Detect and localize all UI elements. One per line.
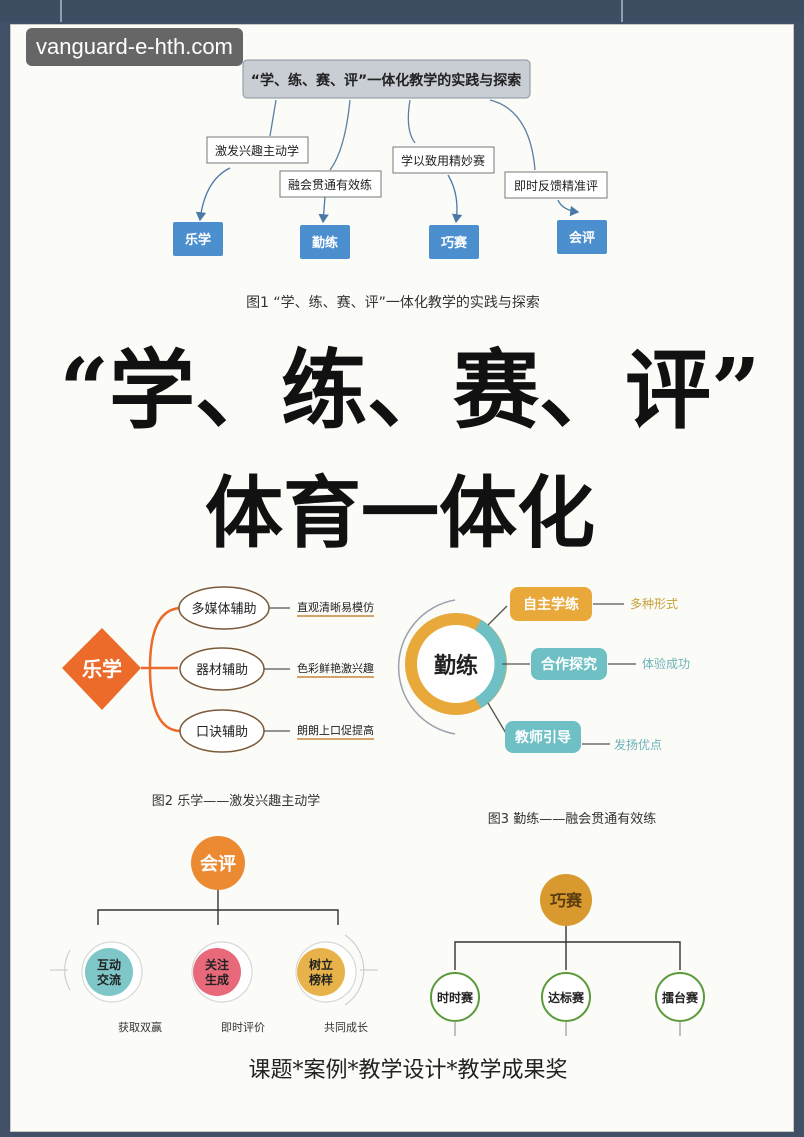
- fig4-item-line2: 交流: [97, 972, 121, 987]
- fig1-arrow: [447, 174, 463, 224]
- top-bar-tick: [621, 0, 623, 22]
- fig2-item: 口诀辅助: [196, 725, 248, 740]
- figure-1: “学、练、赛、评”一体化教学的实践与探索 激发兴趣主动学 融会贯通有效练 学以致…: [173, 59, 608, 311]
- fig4-note: 获取双赢: [118, 1020, 162, 1034]
- fig1-label: 学以致用精妙赛: [401, 153, 485, 168]
- headline-line-2: 体育一体化: [205, 468, 595, 559]
- figure-5: 巧赛 时时赛 达标赛 擂台赛: [430, 874, 705, 1036]
- fig5-item: 擂台赛: [662, 990, 699, 1005]
- fig4-item-line1: 互动: [97, 958, 121, 972]
- fig1-label-box: [279, 170, 382, 198]
- fig2-center: 乐学: [82, 657, 122, 681]
- top-bar: [0, 0, 804, 22]
- fig1-box-qiaosai: [429, 225, 479, 259]
- fig2-diamond: [62, 628, 141, 710]
- fig4-center-circle: [191, 836, 245, 890]
- fig3-item-box: [510, 587, 592, 621]
- fig1-connector: [489, 99, 536, 171]
- fig1-label: 融会贯通有效练: [288, 177, 372, 192]
- fig3-center: 勤练: [434, 653, 478, 679]
- fig3-item: 教师引导: [515, 729, 571, 746]
- fig4-item-circle: [297, 948, 345, 996]
- figure-3: 勤练 自主学练 合作探究 教师引导 多种形式 体验成功 发扬优点 图3 勤练——…: [397, 587, 690, 827]
- fig5-item: 时时赛: [437, 990, 474, 1005]
- fig1-box-label: 会评: [569, 230, 595, 246]
- fig1-connector: [407, 99, 416, 144]
- fig1-box-qinlian: [300, 225, 350, 259]
- fig1-caption: 图1 “学、练、赛、评”一体化教学的实践与探索: [246, 294, 540, 311]
- fig1-label-box: [392, 146, 495, 174]
- fig4-tree-lines: [97, 890, 339, 925]
- fig3-note: 体验成功: [642, 656, 690, 671]
- fig1-label-box: [504, 171, 608, 199]
- fig3-note: 多种形式: [630, 597, 678, 611]
- fig1-label: 即时反馈精准评: [514, 179, 598, 193]
- watermark-label: vanguard-e-hth.com: [26, 28, 243, 66]
- fig3-item: 自主学练: [523, 596, 579, 613]
- fig3-item-box: [531, 648, 607, 680]
- fig5-tree-lines: [454, 926, 681, 970]
- fig2-note: 直观清晰易模仿: [297, 600, 374, 614]
- headline-line-1: “学、练、赛、评”: [60, 340, 761, 441]
- fig1-connector: [269, 99, 277, 137]
- fig1-arrow: [557, 199, 580, 217]
- fig3-connector: [487, 605, 508, 626]
- fig3-outer-arc: [397, 599, 456, 735]
- fig4-note: 共同成长: [324, 1021, 368, 1034]
- poster-paper: [10, 24, 794, 1132]
- fig3-caption: 图3 勤练——融会贯通有效练: [488, 812, 656, 827]
- fig1-title-box: [242, 59, 531, 99]
- fig1-title: “学、练、赛、评”一体化教学的实践与探索: [251, 72, 521, 89]
- fig2-caption: 图2 乐学——激发兴趣主动学: [152, 793, 320, 809]
- figure-4: 会评 互动 交流 关注 生成 树立 榜样 获取双赢 即时评价 共同成长: [50, 836, 378, 1034]
- fig3-note: 发扬优点: [614, 737, 662, 752]
- top-bar-tick: [60, 0, 62, 22]
- fig4-item-circle: [193, 948, 241, 996]
- fig5-item: 达标赛: [548, 990, 585, 1005]
- fig4-item-line1: 树立: [309, 957, 333, 972]
- fig5-center-circle: [540, 874, 592, 926]
- fig2-item: 多媒体辅助: [191, 601, 256, 617]
- fig4-deco-arc: [344, 934, 365, 1006]
- fig2-note: 色彩鲜艳激兴趣: [297, 661, 374, 675]
- fig3-item-box: [505, 721, 581, 753]
- fig1-label: 激发兴趣主动学: [215, 143, 299, 158]
- fig1-box-lexue: [173, 222, 223, 256]
- fig3-ring-accent: [474, 619, 507, 709]
- fig1-box-label: 勤练: [312, 235, 338, 251]
- fig4-note: 即时评价: [221, 1021, 265, 1034]
- footer-text: 课题*案例*教学设计*教学成果奖: [248, 1058, 567, 1083]
- fig4-item-line1: 关注: [205, 957, 229, 972]
- fig2-item: 器材辅助: [196, 663, 248, 678]
- fig3-item: 合作探究: [541, 656, 597, 673]
- fig4-center: 会评: [200, 853, 236, 875]
- fig1-arrow: [195, 167, 231, 222]
- fig1-box-label: 巧赛: [441, 235, 468, 251]
- fig5-center: 巧赛: [550, 891, 583, 910]
- fig4-item-circle: [85, 948, 133, 996]
- fig2-bracket: [141, 606, 181, 733]
- figure-2: 乐学 多媒体辅助 器材辅助 口诀辅助 直观清晰易模仿 色彩鲜艳激兴趣 朗朗上口促…: [62, 586, 374, 809]
- fig4-item-line2: 榜样: [309, 972, 333, 987]
- fig1-arrow: [318, 196, 329, 224]
- fig4-item-line2: 生成: [205, 972, 229, 987]
- fig1-box-huiping: [557, 220, 607, 254]
- fig1-box-label: 乐学: [185, 232, 211, 248]
- fig3-connector: [487, 702, 508, 736]
- fig1-connector: [329, 99, 351, 171]
- fig2-note: 朗朗上口促提高: [297, 723, 374, 737]
- fig1-label-box: [206, 136, 309, 164]
